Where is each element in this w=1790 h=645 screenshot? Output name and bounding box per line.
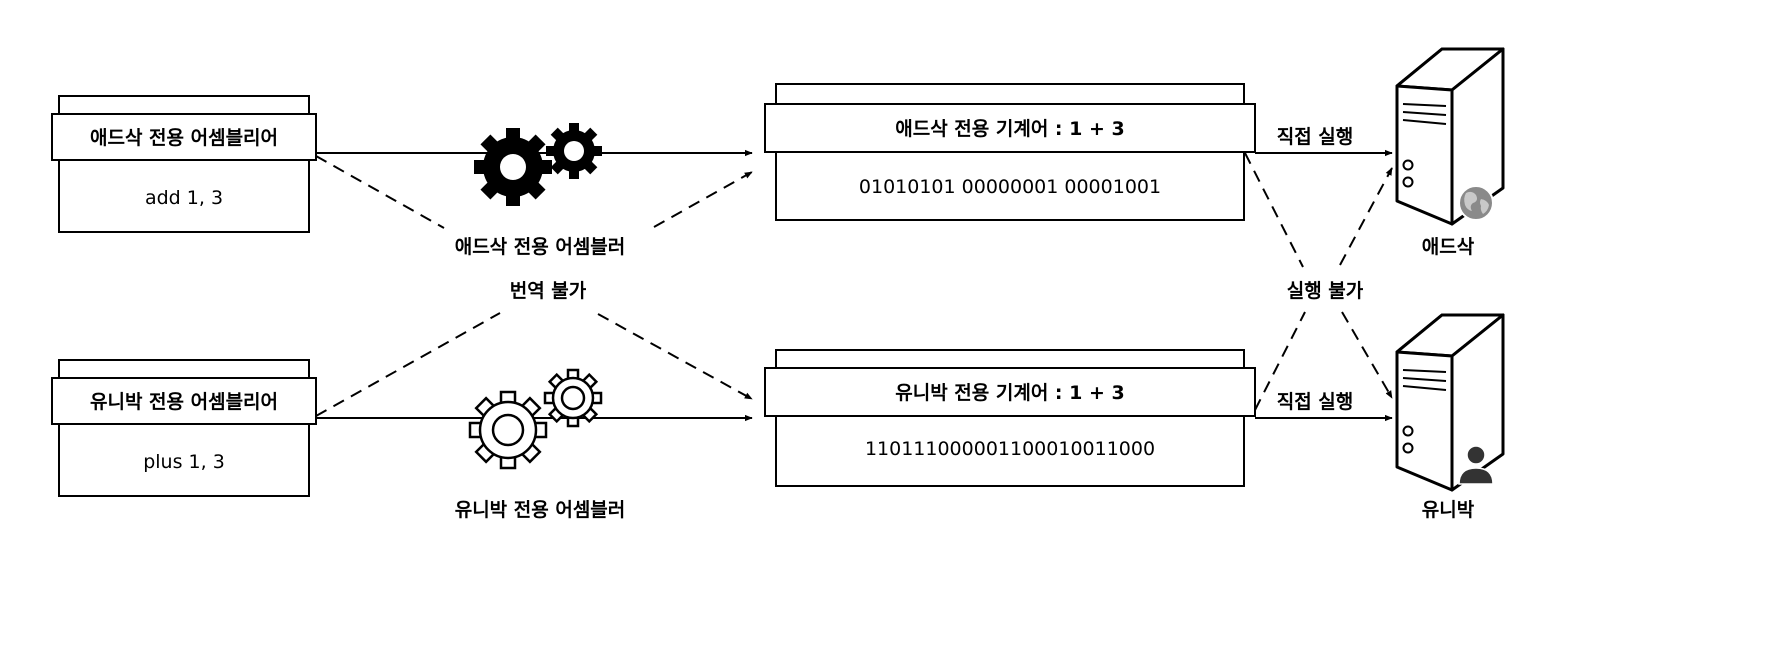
person-icon — [1458, 445, 1494, 485]
document-univac-machine-code: 유니박 전용 기계어 : 1 + 3 110111000001100010011… — [764, 349, 1256, 487]
direct-execution-top-label: 직접 실행 — [1277, 126, 1354, 148]
direct-execution-bottom-label: 직접 실행 — [1277, 391, 1354, 413]
edsac-machine-title: 애드삭 전용 기계어 : 1 + 3 — [895, 118, 1125, 140]
univac-assembler-label: 유니박 전용 어셈블러 — [455, 499, 626, 521]
document-edsac-machine-code: 애드삭 전용 기계어 : 1 + 3 01010101 00000001 000… — [764, 83, 1256, 221]
univac-assembly-title: 유니박 전용 어셈블리어 — [90, 391, 278, 413]
edsac-computer-name: 애드삭 — [1422, 236, 1475, 258]
cross-execute-lines — [1244, 152, 1393, 411]
globe-icon — [1458, 185, 1494, 221]
univac-machine-code: 110111000001100010011000 — [865, 438, 1155, 460]
server-icon — [1395, 47, 1505, 226]
edsac-assembler-label: 애드삭 전용 어셈블러 — [455, 236, 626, 258]
univac-assembly-code: plus 1, 3 — [143, 451, 225, 473]
document-univac-assembly: 유니박 전용 어셈블리어 plus 1, 3 — [51, 359, 317, 497]
cannot-execute-label: 실행 불가 — [1287, 280, 1364, 302]
gears-filled-icon — [474, 123, 602, 206]
server-icon — [1395, 313, 1505, 492]
univac-computer-name: 유니박 — [1422, 499, 1475, 521]
edsac-machine-code: 01010101 00000001 00001001 — [859, 176, 1161, 198]
gears-outline-icon — [468, 368, 603, 470]
edsac-assembly-title: 애드삭 전용 어셈블리어 — [90, 127, 278, 149]
cannot-translate-label: 번역 불가 — [510, 280, 587, 302]
univac-machine-title: 유니박 전용 기계어 : 1 + 3 — [895, 382, 1125, 404]
cross-translate-lines — [315, 155, 753, 417]
edsac-assembly-code: add 1, 3 — [145, 187, 223, 209]
document-edsac-assembly: 애드삭 전용 어셈블리어 add 1, 3 — [51, 95, 317, 233]
